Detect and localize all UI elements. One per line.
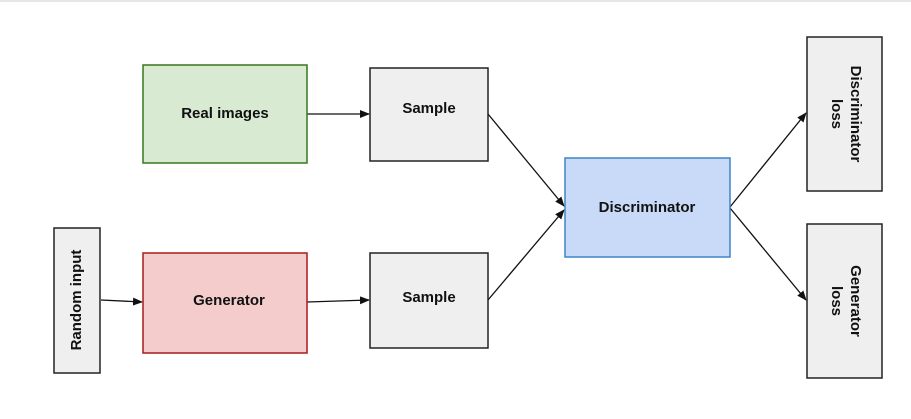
node-real-images-label: Real images [181,105,269,122]
node-random-input: Random input [53,227,101,374]
edge-sample-top-to-discriminator [487,113,565,207]
node-discriminator-loss: Discriminator loss [806,36,883,192]
node-sample-bottom-label: Sample [402,289,455,306]
node-discriminator-loss-label-line1: Discriminator [847,66,864,163]
node-generator-loss-box [806,223,883,379]
node-discriminator: Discriminator [564,157,731,258]
node-discriminator-label: Discriminator [599,199,696,216]
node-generator: Generator [142,252,308,354]
node-real-images-box [142,64,308,164]
node-sample-top-label: Sample [402,100,455,117]
node-generator-box [142,252,308,354]
edge-discriminator-to-discriminator-loss [729,112,807,208]
node-generator-loss: Generator loss [806,223,883,379]
node-generator-loss-label-line2: loss [828,286,845,316]
node-discriminator-box [564,157,731,258]
edge-sample-bottom-to-discriminator [487,209,565,301]
edge-discriminator-to-generator-loss [729,207,807,301]
edge-generator-to-sample [306,296,370,305]
node-random-input-label: Random input [68,250,85,351]
node-random-input-box [53,227,101,374]
edge-random-input-to-generator [100,297,143,306]
node-sample-bottom: Sample [369,252,489,349]
node-sample-bottom-box [369,252,489,349]
node-sample-top-box [369,67,489,162]
node-sample-top: Sample [369,67,489,162]
top-border [0,0,911,2]
node-real-images: Real images [142,64,308,164]
node-generator-loss-label-line1: Generator [847,265,864,337]
edges [100,110,807,306]
node-discriminator-loss-box [806,36,883,192]
node-generator-label: Generator [193,292,265,309]
node-discriminator-loss-label-line2: loss [828,99,845,129]
